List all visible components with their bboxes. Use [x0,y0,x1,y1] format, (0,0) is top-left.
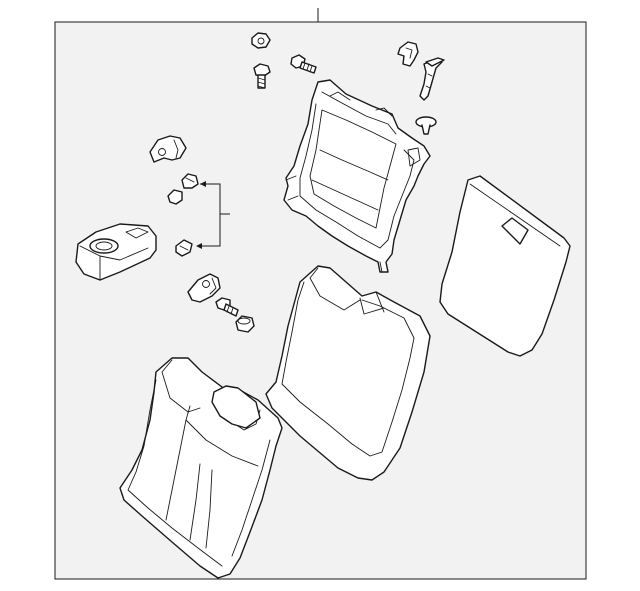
bolt-lower [215,297,239,317]
bolt-top-center [290,54,317,74]
push-nut-top [251,32,271,49]
seat-cushion [119,357,283,579]
hinge-bracket-lower [187,273,221,303]
latch-bracket [419,57,445,101]
armrest-cupholder [75,223,157,281]
bushing-lower [235,315,255,333]
hinge-clip-right [397,41,419,67]
retainer-clip-c [175,239,193,257]
seatback-frame [283,79,431,273]
seatback-trim-board [439,175,571,357]
callout-bracket [196,181,230,249]
seatback-cushion-pad [265,265,431,481]
push-pin-clip [415,116,437,135]
bolt-top-left [253,63,271,89]
retainer-clip-a [181,173,199,189]
hook-bracket-left [149,135,187,163]
retainer-clip-b [167,189,183,205]
